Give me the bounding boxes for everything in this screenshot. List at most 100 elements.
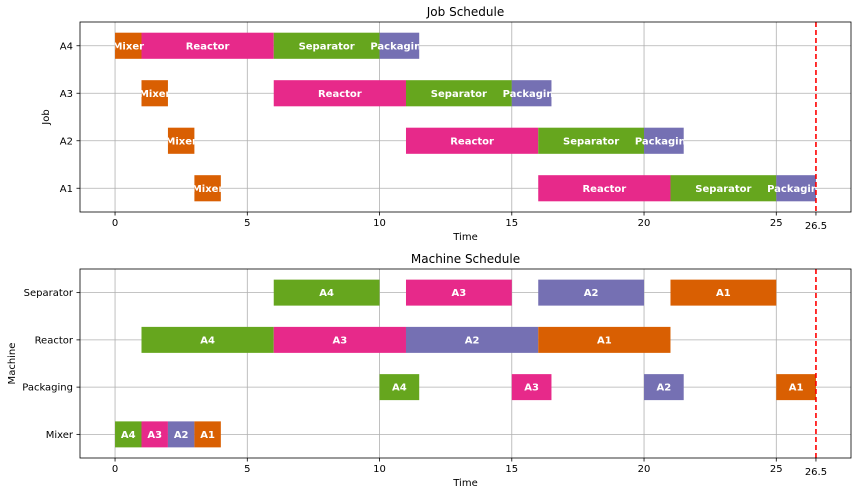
bar-label: A4 [200,335,215,346]
gantt-bar [511,80,552,107]
gantt-bar [670,279,777,306]
gantt-bar [405,127,539,154]
bar-label: A3 [452,288,467,299]
y-tick-label: A2 [60,136,73,147]
y-tick-label: A3 [60,89,73,100]
bar-label: Mixer [139,89,171,100]
x-tick-label: 0 [112,218,118,229]
gantt-bar [379,374,420,401]
gantt-bar [273,279,380,306]
x-tick-label: 15 [505,218,518,229]
y-tick-label: Separator [24,288,74,299]
gantt-bar [405,279,512,306]
x-tick-label: 20 [638,464,651,475]
bar-label: A1 [789,383,804,394]
y-tick-label: A1 [60,184,73,195]
x-tick-label: 25 [770,464,783,475]
gantt-bar [538,127,645,154]
bar-label: Packaging [503,89,561,100]
y-tick-label: Reactor [35,335,74,346]
gantt-bar [538,175,671,202]
bar-label: Reactor [582,184,626,195]
gantt-bar [141,32,274,59]
gantt-bar [405,80,512,107]
gantt-bar [141,421,168,448]
bar-label: A1 [597,335,612,346]
x-tick-label: 10 [373,464,386,475]
bar-label: Separator [563,136,619,147]
y-tick-label: Packaging [22,383,73,394]
gantt-bar [194,175,221,202]
axes-frame [79,21,852,213]
bar-label: A2 [174,430,189,441]
gantt-bar [776,175,816,202]
x-tick-label: 0 [112,464,118,475]
y-axis-label: Job [41,109,52,125]
bar-label: Reactor [450,136,494,147]
bar-label: Separator [431,89,487,100]
gantt-bar [644,127,684,154]
bar-label: A2 [657,383,672,394]
gantt-bar [141,80,168,107]
x-axis-label: Time [452,478,477,489]
x-tick-label: 5 [244,218,250,229]
bar-label: Packaging [370,41,428,52]
gantt-bar [115,421,142,448]
y-axis-label: Machine [7,343,18,385]
gantt-bar [644,374,684,401]
gantt-bar [273,32,380,59]
bar-label: Reactor [318,89,362,100]
makespan-tick-label: 26.5 [805,221,827,232]
bar-label: A4 [121,430,136,441]
x-tick-label: 20 [638,218,651,229]
bar-label: A3 [147,430,162,441]
x-axis-label: Time [452,232,477,243]
gantt-bar [273,326,406,353]
bar-label: Reactor [186,41,230,52]
bar-label: A4 [392,383,407,394]
x-tick-label: 10 [373,218,386,229]
bar-label: Mixer [165,136,197,147]
bar-label: Separator [695,184,751,195]
bar-label: Separator [299,41,355,52]
gantt-bar [538,279,645,306]
gantt-bar [405,326,539,353]
x-tick-label: 5 [244,464,250,475]
bar-label: A1 [200,430,215,441]
chart-title: Machine Schedule [411,252,520,266]
x-tick-label: 15 [505,464,518,475]
makespan-tick-label: 26.5 [805,467,827,478]
bar-label: A1 [716,288,731,299]
bar-label: Mixer [112,41,144,52]
bar-label: Packaging [635,136,693,147]
axes-frame [79,268,852,459]
bar-label: Packaging [767,184,825,195]
gantt-bar [776,374,816,401]
bar-label: A3 [524,383,539,394]
bar-label: A4 [319,288,334,299]
gantt-bar [670,175,777,202]
gantt-bar [115,32,142,59]
gantt-bar [167,421,195,448]
bar-label: A3 [333,335,348,346]
bar-label: A2 [465,335,480,346]
chart-title: Job Schedule [426,5,504,19]
x-tick-label: 25 [770,218,783,229]
bar-label: Mixer [192,184,224,195]
gantt-bar [167,127,195,154]
gantt-bar [141,326,274,353]
y-tick-label: Mixer [46,430,74,441]
gantt-bar [379,32,420,59]
gantt-bar [538,326,671,353]
bar-label: A2 [584,288,599,299]
y-tick-label: A4 [60,41,73,52]
gantt-bar [273,80,406,107]
gantt-bar [194,421,221,448]
gantt-bar [511,374,552,401]
